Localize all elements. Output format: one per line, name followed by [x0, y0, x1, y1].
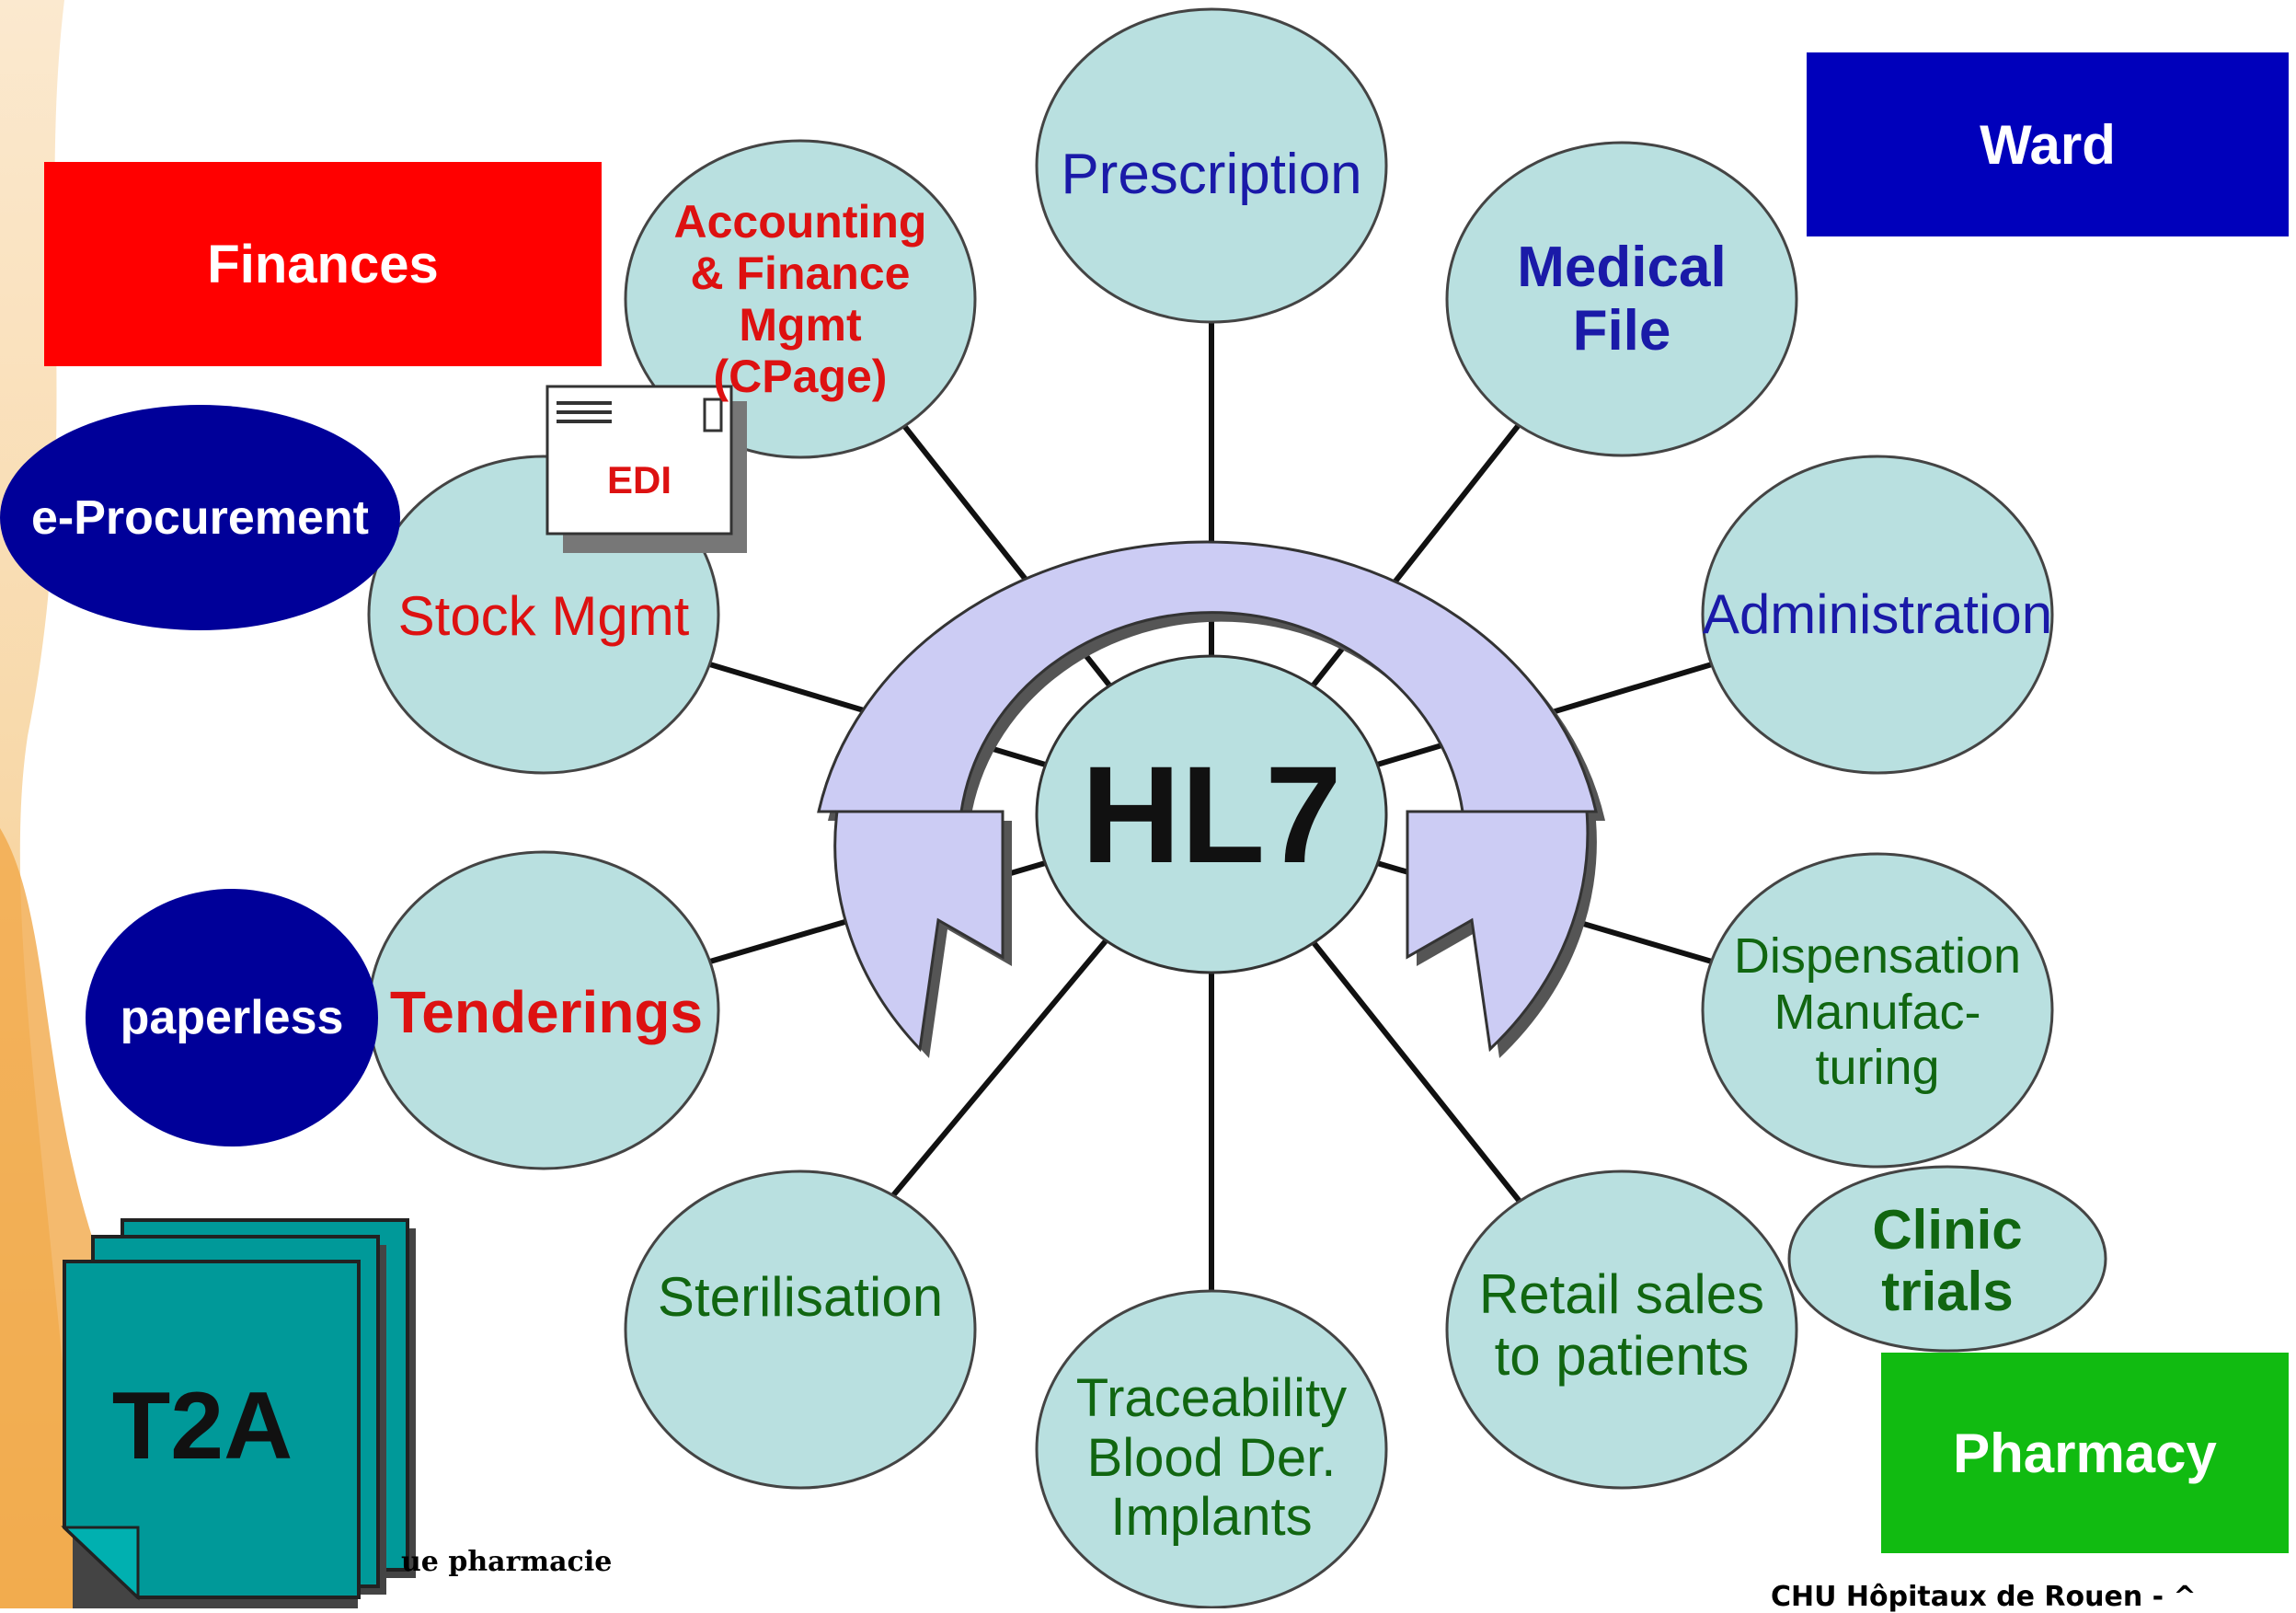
node-circle-clinic-trials [1787, 1165, 2107, 1353]
ward-box: Ward [1807, 52, 2289, 236]
node-circle-retail [1445, 1169, 1798, 1490]
eprocurement-label: e-Procurement [31, 490, 369, 545]
footer-right-text: CHU Hôpitaux de Rouen - ^ [1771, 1581, 2197, 1613]
eprocurement-oval: e-Procurement [0, 405, 400, 630]
administration-label: Administration [1702, 583, 2053, 646]
accounting-label: Accounting & Finance Mgmt (CPage) [673, 196, 927, 402]
cycle-arrows [817, 540, 1605, 1058]
t2a-stack [61, 1218, 416, 1608]
sterilisation-label: Sterilisation [657, 1266, 944, 1329]
node-circle-administration [1701, 455, 2054, 775]
footer-left-text: ue pharmacie [401, 1546, 613, 1578]
tenderings-label: Tenderings [389, 978, 704, 1045]
edi-label: EDI [606, 458, 672, 502]
traceability-label: Traceability Blood Der. Implants [1075, 1367, 1348, 1548]
node-circles [367, 7, 2107, 1608]
hub-label: HL7 [1081, 737, 1342, 892]
hub-circle [1035, 654, 1388, 974]
clinic-trials-label: Clinic trials [1872, 1198, 2023, 1322]
pharmacy-label: Pharmacy [1953, 1422, 2217, 1484]
prescription-label: Prescription [1061, 143, 1362, 207]
dispensation-label: Dispensation Manufac- turing [1733, 928, 2022, 1096]
node-circle-accounting [624, 139, 977, 459]
node-circle-medical-file [1445, 141, 1798, 457]
node-circle-sterilisation [624, 1169, 977, 1490]
retail-label: Retail sales to patients [1478, 1262, 1765, 1387]
ward-label: Ward [1980, 113, 2116, 176]
upper-arrow-arc [817, 540, 1598, 813]
left-arrow-head [833, 810, 1004, 1053]
pharmacy-box: Pharmacy [1881, 1353, 2289, 1553]
node-circle-dispensation [1701, 852, 2054, 1169]
finances-label: Finances [207, 234, 439, 294]
node-circle-traceability [1035, 1289, 1388, 1608]
paperless-label: paperless [120, 991, 344, 1044]
node-circle-prescription [1035, 7, 1388, 324]
stock-label: Stock Mgmt [397, 585, 690, 648]
medical-file-label: Medical File [1517, 235, 1727, 363]
paperless-oval: paperless [86, 889, 378, 1146]
t2a-label: T2A [111, 1372, 293, 1480]
edi-stamp [703, 397, 723, 432]
edi-envelope-lines [557, 401, 612, 423]
finances-box: Finances [44, 162, 602, 366]
right-arrow-head [1406, 810, 1590, 1053]
